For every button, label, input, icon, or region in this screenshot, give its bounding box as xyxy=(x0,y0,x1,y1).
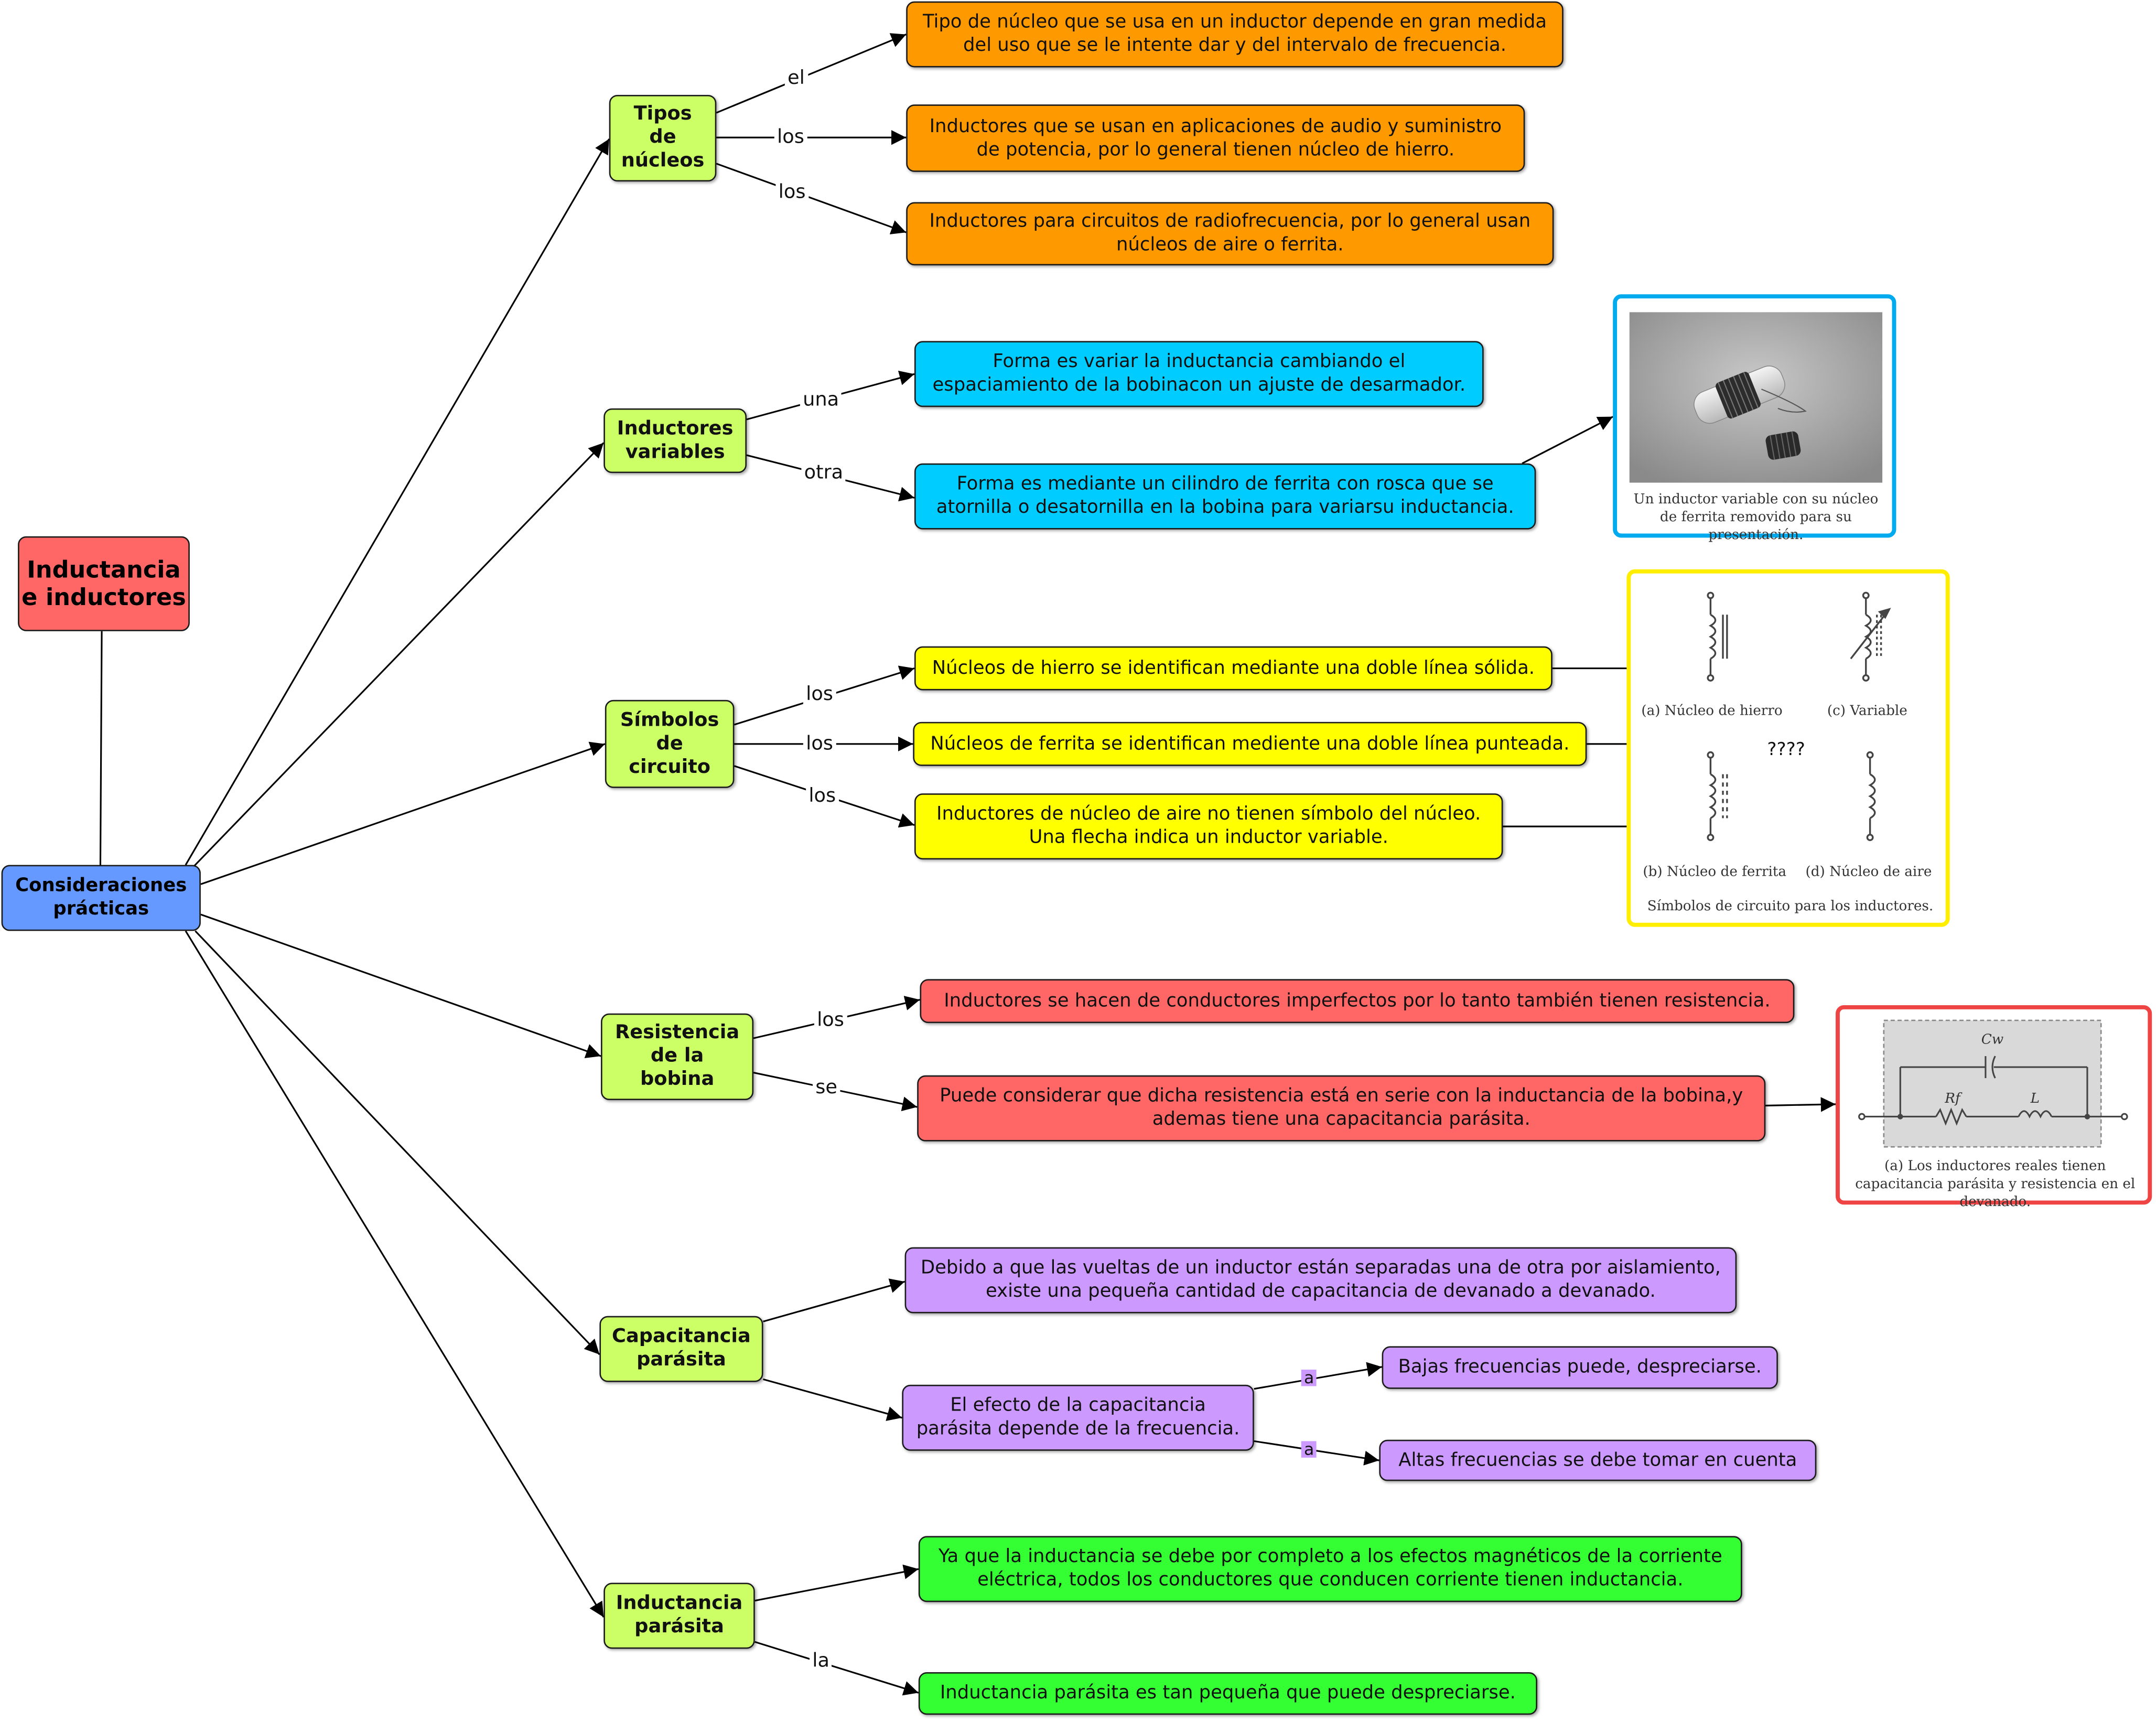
concept-node[interactable]: Inductores para circuitos de radiofrecue… xyxy=(906,202,1554,266)
link-label-se: se xyxy=(812,1077,840,1099)
link-label-una: una xyxy=(800,389,842,412)
circuit-label-cw: Cw xyxy=(1981,1032,2004,1048)
link-label-los: los xyxy=(806,785,839,808)
symbol-label-c: (c) Variable xyxy=(1827,704,1907,719)
concept-node[interactable]: Tipo de núcleo que se usa en un inductor… xyxy=(906,1,1564,68)
link-label-a: a xyxy=(1301,1441,1317,1458)
concept-node[interactable]: El efecto de la capacitancia parásita de… xyxy=(902,1384,1254,1451)
concept-node[interactable]: Forma es variar la inductancia cambiando… xyxy=(914,341,1484,407)
symbol-label-b: (b) Núcleo de ferrita xyxy=(1643,865,1787,880)
link-label-a: a xyxy=(1301,1370,1317,1386)
concept-node[interactable]: Inductores de núcleo de aire no tienen s… xyxy=(914,793,1503,860)
concept-node[interactable]: Núcleos de ferrita se identifican medien… xyxy=(913,722,1587,766)
concept-node[interactable]: Altas frecuencias se debe tomar en cuent… xyxy=(1379,1439,1817,1481)
concept-node[interactable]: Bajas frecuencias puede, despreciarse. xyxy=(1382,1346,1778,1389)
concept-node[interactable]: Núcleos de hierro se identifican mediant… xyxy=(914,646,1553,691)
real-inductor-circuit-figure: Cw Rf L (a) Los inductores reales tienen… xyxy=(1836,1005,2152,1210)
category-simbolos-de-circuito[interactable]: Símbolos de circuito xyxy=(605,699,735,788)
concept-node[interactable]: Debido a que las vueltas de un inductor … xyxy=(904,1247,1737,1314)
circuit-label-l: L xyxy=(2030,1092,2040,1107)
concept-node[interactable]: Inductores que se usan en aplicaciones d… xyxy=(906,104,1525,172)
link-label-otra: otra xyxy=(801,462,846,485)
circuit-caption: (a) Los inductores reales tienen capacit… xyxy=(1855,1159,2136,1210)
category-capacitancia-parasita[interactable]: Capacitancia parásita xyxy=(599,1316,763,1382)
concept-node[interactable]: Inductores se hacen de conductores imper… xyxy=(920,979,1795,1024)
link-label-los: los xyxy=(803,683,836,706)
variable-inductor-symbol xyxy=(1850,591,1891,682)
air-core-inductor-symbol xyxy=(1866,751,1876,842)
ferrite-core-inductor-symbol xyxy=(1707,751,1728,842)
variable-inductor-photo xyxy=(1629,312,1883,483)
link-label-los: los xyxy=(775,181,808,204)
symbol-label-a: (a) Núcleo de hierro xyxy=(1641,704,1783,719)
map-title: Inductancia e inductores xyxy=(18,536,190,631)
root-node[interactable]: Consideraciones prácticas xyxy=(1,865,201,931)
category-inductores-variables[interactable]: Inductores variables xyxy=(603,408,747,473)
symbol-label-unknown: ???? xyxy=(1767,739,1805,761)
iron-core-inductor-symbol xyxy=(1707,591,1728,682)
concept-node[interactable]: Puede considerar que dicha resistencia e… xyxy=(917,1075,1766,1142)
photo-caption: Un inductor variable con su núcleo de fe… xyxy=(1633,492,1879,543)
link-label-los: los xyxy=(774,126,807,149)
variable-inductor-photo-figure: Un inductor variable con su núcleo de fe… xyxy=(1613,294,1896,543)
concept-node[interactable]: Ya que la inductancia se debe por comple… xyxy=(918,1536,1742,1602)
category-tipos-de-nucleos[interactable]: Tipos de núcleos xyxy=(609,94,717,182)
concept-node[interactable]: Inductancia parásita es tan pequeña que … xyxy=(918,1672,1537,1715)
symbols-caption: Símbolos de circuito para los inductores… xyxy=(1647,899,1934,914)
inductor-symbols-figure: (a) Núcleo de hierro (c) Variable ???? (… xyxy=(1626,569,1950,927)
category-inductancia-parasita[interactable]: Inductancia parásita xyxy=(603,1583,755,1649)
link-label-los: los xyxy=(814,1009,847,1031)
inductor-symbols-drawing xyxy=(1707,591,1891,842)
link-label-la: la xyxy=(810,1650,833,1672)
concept-node[interactable]: Forma es mediante un cilindro de ferrita… xyxy=(914,463,1536,530)
link-label-el: el xyxy=(784,67,808,90)
link-label-los: los xyxy=(803,733,836,755)
category-resistencia-de-la-bobina[interactable]: Resistencia de la bobina xyxy=(601,1013,754,1100)
real-inductor-circuit-drawing xyxy=(1858,1019,2128,1148)
circuit-label-rw: Rf xyxy=(1945,1092,1960,1107)
symbol-label-d: (d) Núcleo de aire xyxy=(1805,865,1932,880)
